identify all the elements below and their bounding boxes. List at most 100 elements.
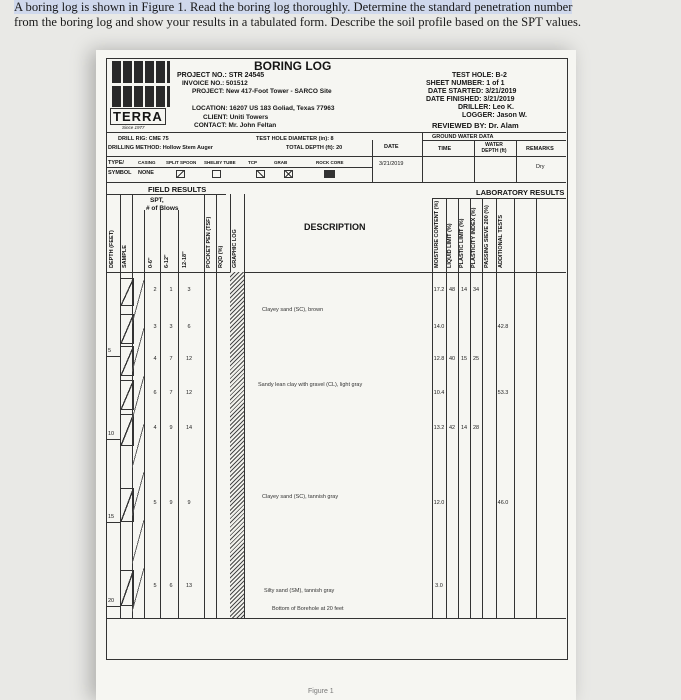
- lab-moisture-r5: 12.0: [433, 500, 445, 506]
- rock-core-symbol: [324, 170, 335, 178]
- lab-pi-r4: 28: [472, 425, 480, 431]
- lab-pl-r2: 15: [460, 356, 468, 362]
- field-results-title: FIELD RESULTS: [148, 185, 207, 194]
- lab-pi-r0: 34: [472, 287, 480, 293]
- lab-results-title: LABORATORY RESULTS: [476, 188, 565, 197]
- lab-pi-r2: 25: [472, 356, 480, 362]
- lab-moisture-r1: 14.0: [433, 324, 445, 330]
- symbol-label: SYMBOL: [108, 170, 132, 176]
- symbol-none: NONE: [138, 170, 154, 176]
- sample-diagonal-6: [132, 568, 144, 612]
- lab-col-header-3: PLASTICITY INDEX (%): [471, 207, 477, 268]
- sampler-type-3: TCP: [248, 160, 257, 165]
- description-1: Clayey sand (SC), brown: [262, 307, 324, 313]
- remarks-value: Dry: [536, 164, 545, 170]
- gw-col-1: [474, 140, 475, 182]
- lab-col-header-1: LIQUID LIMIT (%): [447, 223, 453, 268]
- column-line-10: [446, 198, 447, 618]
- column-line-11: [458, 198, 459, 618]
- spt-blow-r0-c0: 2: [153, 287, 157, 293]
- grab-symbol: [284, 170, 293, 178]
- col-interval-header-0: 0-6": [148, 257, 154, 268]
- col-interval-header-2: 12-18": [182, 251, 188, 268]
- project-no: PROJECT NO.: STR 24545: [177, 72, 265, 79]
- depth-tick-20: 20: [108, 598, 115, 604]
- total-depth: TOTAL DEPTH (ft): 20: [286, 145, 343, 151]
- date-col-left: [372, 140, 373, 182]
- split-spoon-symbol: [176, 170, 185, 178]
- spt-blow-r2-c1: 7: [169, 356, 173, 362]
- test-hole: TEST HOLE: B-2: [452, 72, 507, 79]
- spt-blow-r6-c0: 5: [153, 583, 157, 589]
- date-started: DATE STARTED: 3/21/2019: [428, 88, 517, 95]
- sample-diagonal-2: [132, 376, 144, 420]
- col-interval-header-1: 6-12": [164, 254, 170, 268]
- sampler-type-0: CASING: [138, 160, 156, 165]
- depth-tick-line-5: [106, 356, 120, 357]
- lab-results-line: [432, 198, 566, 199]
- lab-ll-r0: 48: [448, 287, 456, 293]
- field-results-line: [106, 194, 226, 195]
- col-depth-header: DEPTH (FEET): [109, 230, 115, 268]
- type-line: [106, 167, 372, 168]
- sampler-type-5: ROCK CORE: [316, 160, 344, 165]
- spt-label: SPT,: [150, 197, 164, 204]
- lab-pass200-r3: 53.3: [497, 390, 509, 396]
- column-line-2: [144, 210, 145, 618]
- water-depth-label: WATER DEPTH (ft): [481, 142, 507, 154]
- col-graphic-header: GRAPHIC LOG: [232, 229, 238, 268]
- lab-moisture-r2: 12.8: [433, 356, 445, 362]
- spt-blow-r0-c2: 3: [187, 287, 191, 293]
- question-text: A boring log is shown in Figure 1. Read …: [14, 0, 664, 30]
- logo-subtext: Since 1977: [122, 125, 145, 130]
- column-line-4: [178, 210, 179, 618]
- col-rqd-header: RQD (%): [218, 245, 224, 268]
- lab-pass200-r5: 46.0: [497, 500, 509, 506]
- gw-col-2: [516, 140, 517, 182]
- sample-diagonal-4: [132, 472, 144, 516]
- lab-moisture-r6: 3.0: [435, 583, 443, 589]
- method-line: [106, 156, 422, 157]
- description-3: Clayey sand (SC), tannish gray: [262, 494, 339, 500]
- gw-subheader-line: [422, 156, 566, 157]
- lab-pl-r0: 14: [460, 287, 468, 293]
- groundwater-title: GROUND WATER DATA: [432, 134, 494, 140]
- sample-diagonal-0: [132, 280, 144, 324]
- date-value: 3/21/2019: [379, 161, 404, 167]
- question-line-1: A boring log is shown in Figure 1. Read …: [14, 0, 573, 14]
- sample-diagonal-5: [132, 520, 144, 564]
- location: LOCATION: 16207 US 183 Goliad, Texas 779…: [192, 105, 335, 112]
- spt-blow-r6-c2: 13: [185, 583, 193, 589]
- column-line-6: [216, 194, 217, 618]
- spt-blow-r4-c2: 14: [185, 425, 193, 431]
- lab-col-header-4: PASSING SIEVE 200 (%): [484, 205, 490, 268]
- col-sample-header: SAMPLE: [122, 245, 128, 268]
- spt-blow-r2-c2: 12: [185, 356, 193, 362]
- terra-logo-graphic: [112, 61, 170, 107]
- spt-blow-r0-c1: 1: [169, 287, 173, 293]
- column-line-16: [536, 198, 537, 618]
- contact: CONTACT: Mr. John Feltan: [194, 122, 277, 129]
- shelby-tube-symbol: [212, 170, 221, 178]
- spt-blow-r1-c1: 3: [169, 324, 173, 330]
- type-label: TYPE/: [108, 160, 124, 166]
- depth-tick-5: 5: [108, 348, 112, 354]
- time-label: TIME: [438, 146, 452, 152]
- spt-blow-r3-c0: 6: [153, 390, 157, 396]
- spt-blow-r5-c1: 9: [169, 500, 173, 506]
- date-label: DATE: [384, 144, 399, 150]
- spt-blow-r1-c2: 6: [187, 324, 191, 330]
- header-divider: [106, 132, 566, 133]
- lab-ll-r4: 42: [448, 425, 456, 431]
- project-name: PROJECT: New 417-Foot Tower - SARCO Site: [192, 88, 332, 95]
- lab-moisture-r3: 10.4: [433, 390, 445, 396]
- description-5: Bottom of Borehole at 20 feet: [272, 606, 344, 612]
- depth-tick-line-10: [106, 439, 120, 440]
- invoice-no: INVOICE NO.: 501512: [182, 80, 248, 87]
- bottom-of-borehole-line: [106, 618, 566, 619]
- depth-tick-15: 15: [108, 514, 115, 520]
- tcp-symbol: [256, 170, 265, 178]
- depth-tick-line-20: [106, 606, 120, 607]
- lab-pl-r4: 14: [460, 425, 468, 431]
- header-right-divider: [422, 132, 423, 182]
